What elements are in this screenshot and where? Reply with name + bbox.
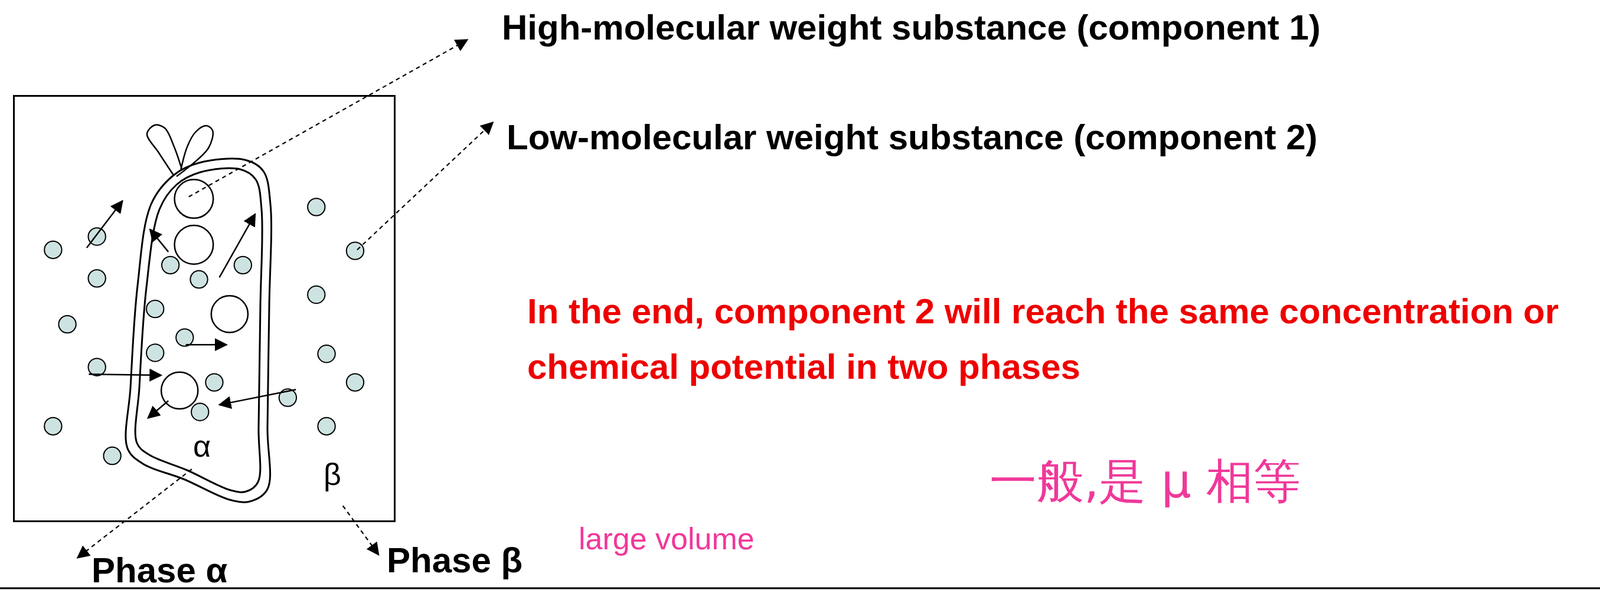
bottom-rule xyxy=(0,588,1600,590)
diffusion-arrow xyxy=(185,344,227,346)
small-molecule-circle xyxy=(161,256,179,274)
bag-tie xyxy=(176,125,214,177)
phase-label: Phase β xyxy=(386,540,523,581)
handwritten-note-holder: large volume xyxy=(578,521,755,558)
small-molecule-circle xyxy=(44,418,62,436)
bag-outer-wall xyxy=(125,158,272,503)
small-molecule-circle xyxy=(175,328,194,346)
macromolecule-circle xyxy=(161,372,198,410)
bag-inner-wall xyxy=(135,168,263,493)
bag-tie xyxy=(147,125,182,176)
small-molecule-circle xyxy=(190,270,208,289)
small-molecule-circle xyxy=(234,256,252,274)
diffusion-arrow xyxy=(148,400,169,419)
handwritten-note-holder: 一般,是 μ 相等 xyxy=(989,454,1301,509)
phase-symbol: α xyxy=(193,429,211,465)
conclusion-note-holder: In the end, component 2 will reach the s… xyxy=(527,283,1590,395)
diffusion-arrow xyxy=(219,214,256,278)
leader-lines xyxy=(77,39,493,558)
diffusion-arrow xyxy=(88,374,162,376)
small-molecule-circle xyxy=(58,315,76,333)
small-molecule-circle xyxy=(103,447,121,465)
diffusion-arrows xyxy=(86,200,296,419)
component-label-holder: High-molecular weight substance (compone… xyxy=(501,7,1321,48)
phase-symbol: β xyxy=(323,457,342,493)
phase-symbol-holder: β xyxy=(323,457,342,493)
small-molecule-circle xyxy=(346,242,364,260)
macromolecule-circle xyxy=(174,179,214,219)
small-molecule-circle xyxy=(87,358,106,377)
phase-symbol-holder: α xyxy=(193,429,211,465)
small-molecule-circle xyxy=(307,198,325,216)
small-molecule-circle xyxy=(205,373,223,391)
small-molecule-circle xyxy=(146,300,164,318)
diffusion-arrow xyxy=(86,200,123,248)
component-label-holder: Low-molecular weight substance (componen… xyxy=(506,116,1318,158)
small-molecule-circle xyxy=(317,418,335,436)
small-molecule-circle xyxy=(191,403,209,421)
diffusion-arrow xyxy=(219,389,297,406)
small-molecule-circle xyxy=(87,269,106,287)
small-molecule-circle xyxy=(307,286,325,304)
component-2-circles xyxy=(44,198,364,465)
container-box: βα xyxy=(12,95,396,523)
handwritten-note: 一般,是 μ 相等 xyxy=(989,454,1301,509)
phase-label-holder: Phase β xyxy=(386,540,523,581)
small-molecule-circle xyxy=(346,373,364,391)
dialysis-bag: α xyxy=(122,122,271,505)
leader-line xyxy=(188,39,468,197)
small-molecule-circle xyxy=(44,241,62,259)
component-label: High-molecular weight substance (compone… xyxy=(501,7,1321,48)
leader-line xyxy=(357,122,493,250)
phase-label-holder: Phase α xyxy=(91,550,228,590)
conclusion-note: In the end, component 2 will reach the s… xyxy=(527,283,1590,395)
handwritten-note: large volume xyxy=(578,521,755,558)
macromolecule-circle xyxy=(211,295,248,333)
leader-line xyxy=(343,505,379,555)
small-molecule-circle xyxy=(317,345,335,363)
small-molecule-circle xyxy=(146,344,164,362)
component-1-circles xyxy=(161,179,248,410)
phase-label: Phase α xyxy=(91,550,228,590)
leader-line xyxy=(77,469,192,558)
macromolecule-circle xyxy=(174,225,214,265)
component-label: Low-molecular weight substance (componen… xyxy=(506,116,1318,158)
